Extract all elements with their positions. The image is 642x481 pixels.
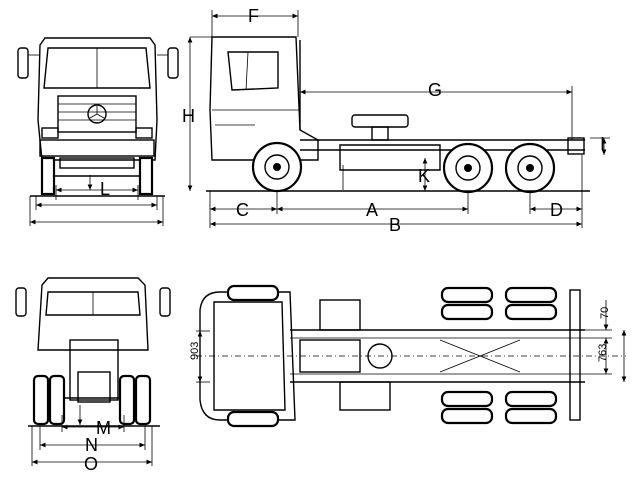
label-C: C bbox=[236, 200, 249, 220]
label-H: H bbox=[182, 106, 195, 126]
label-N: N bbox=[85, 435, 98, 455]
front-view: L bbox=[17, 37, 179, 226]
label-O: O bbox=[84, 454, 98, 474]
label-K: K bbox=[418, 166, 430, 186]
label-763: 763 bbox=[597, 344, 609, 362]
label-I: I bbox=[600, 134, 605, 154]
label-70: 70 bbox=[599, 307, 611, 319]
top-view: 903 70 763 bbox=[189, 284, 627, 428]
label-A: A bbox=[366, 200, 378, 220]
label-B: B bbox=[389, 215, 401, 235]
rear-view: M N O bbox=[15, 277, 171, 474]
label-M: M bbox=[96, 418, 111, 438]
label-D: D bbox=[550, 200, 563, 220]
label-L: L bbox=[100, 179, 110, 199]
label-903: 903 bbox=[189, 342, 201, 360]
side-view: F H G I K C A D B bbox=[182, 6, 610, 235]
label-F: F bbox=[248, 6, 259, 26]
label-G: G bbox=[428, 80, 442, 100]
